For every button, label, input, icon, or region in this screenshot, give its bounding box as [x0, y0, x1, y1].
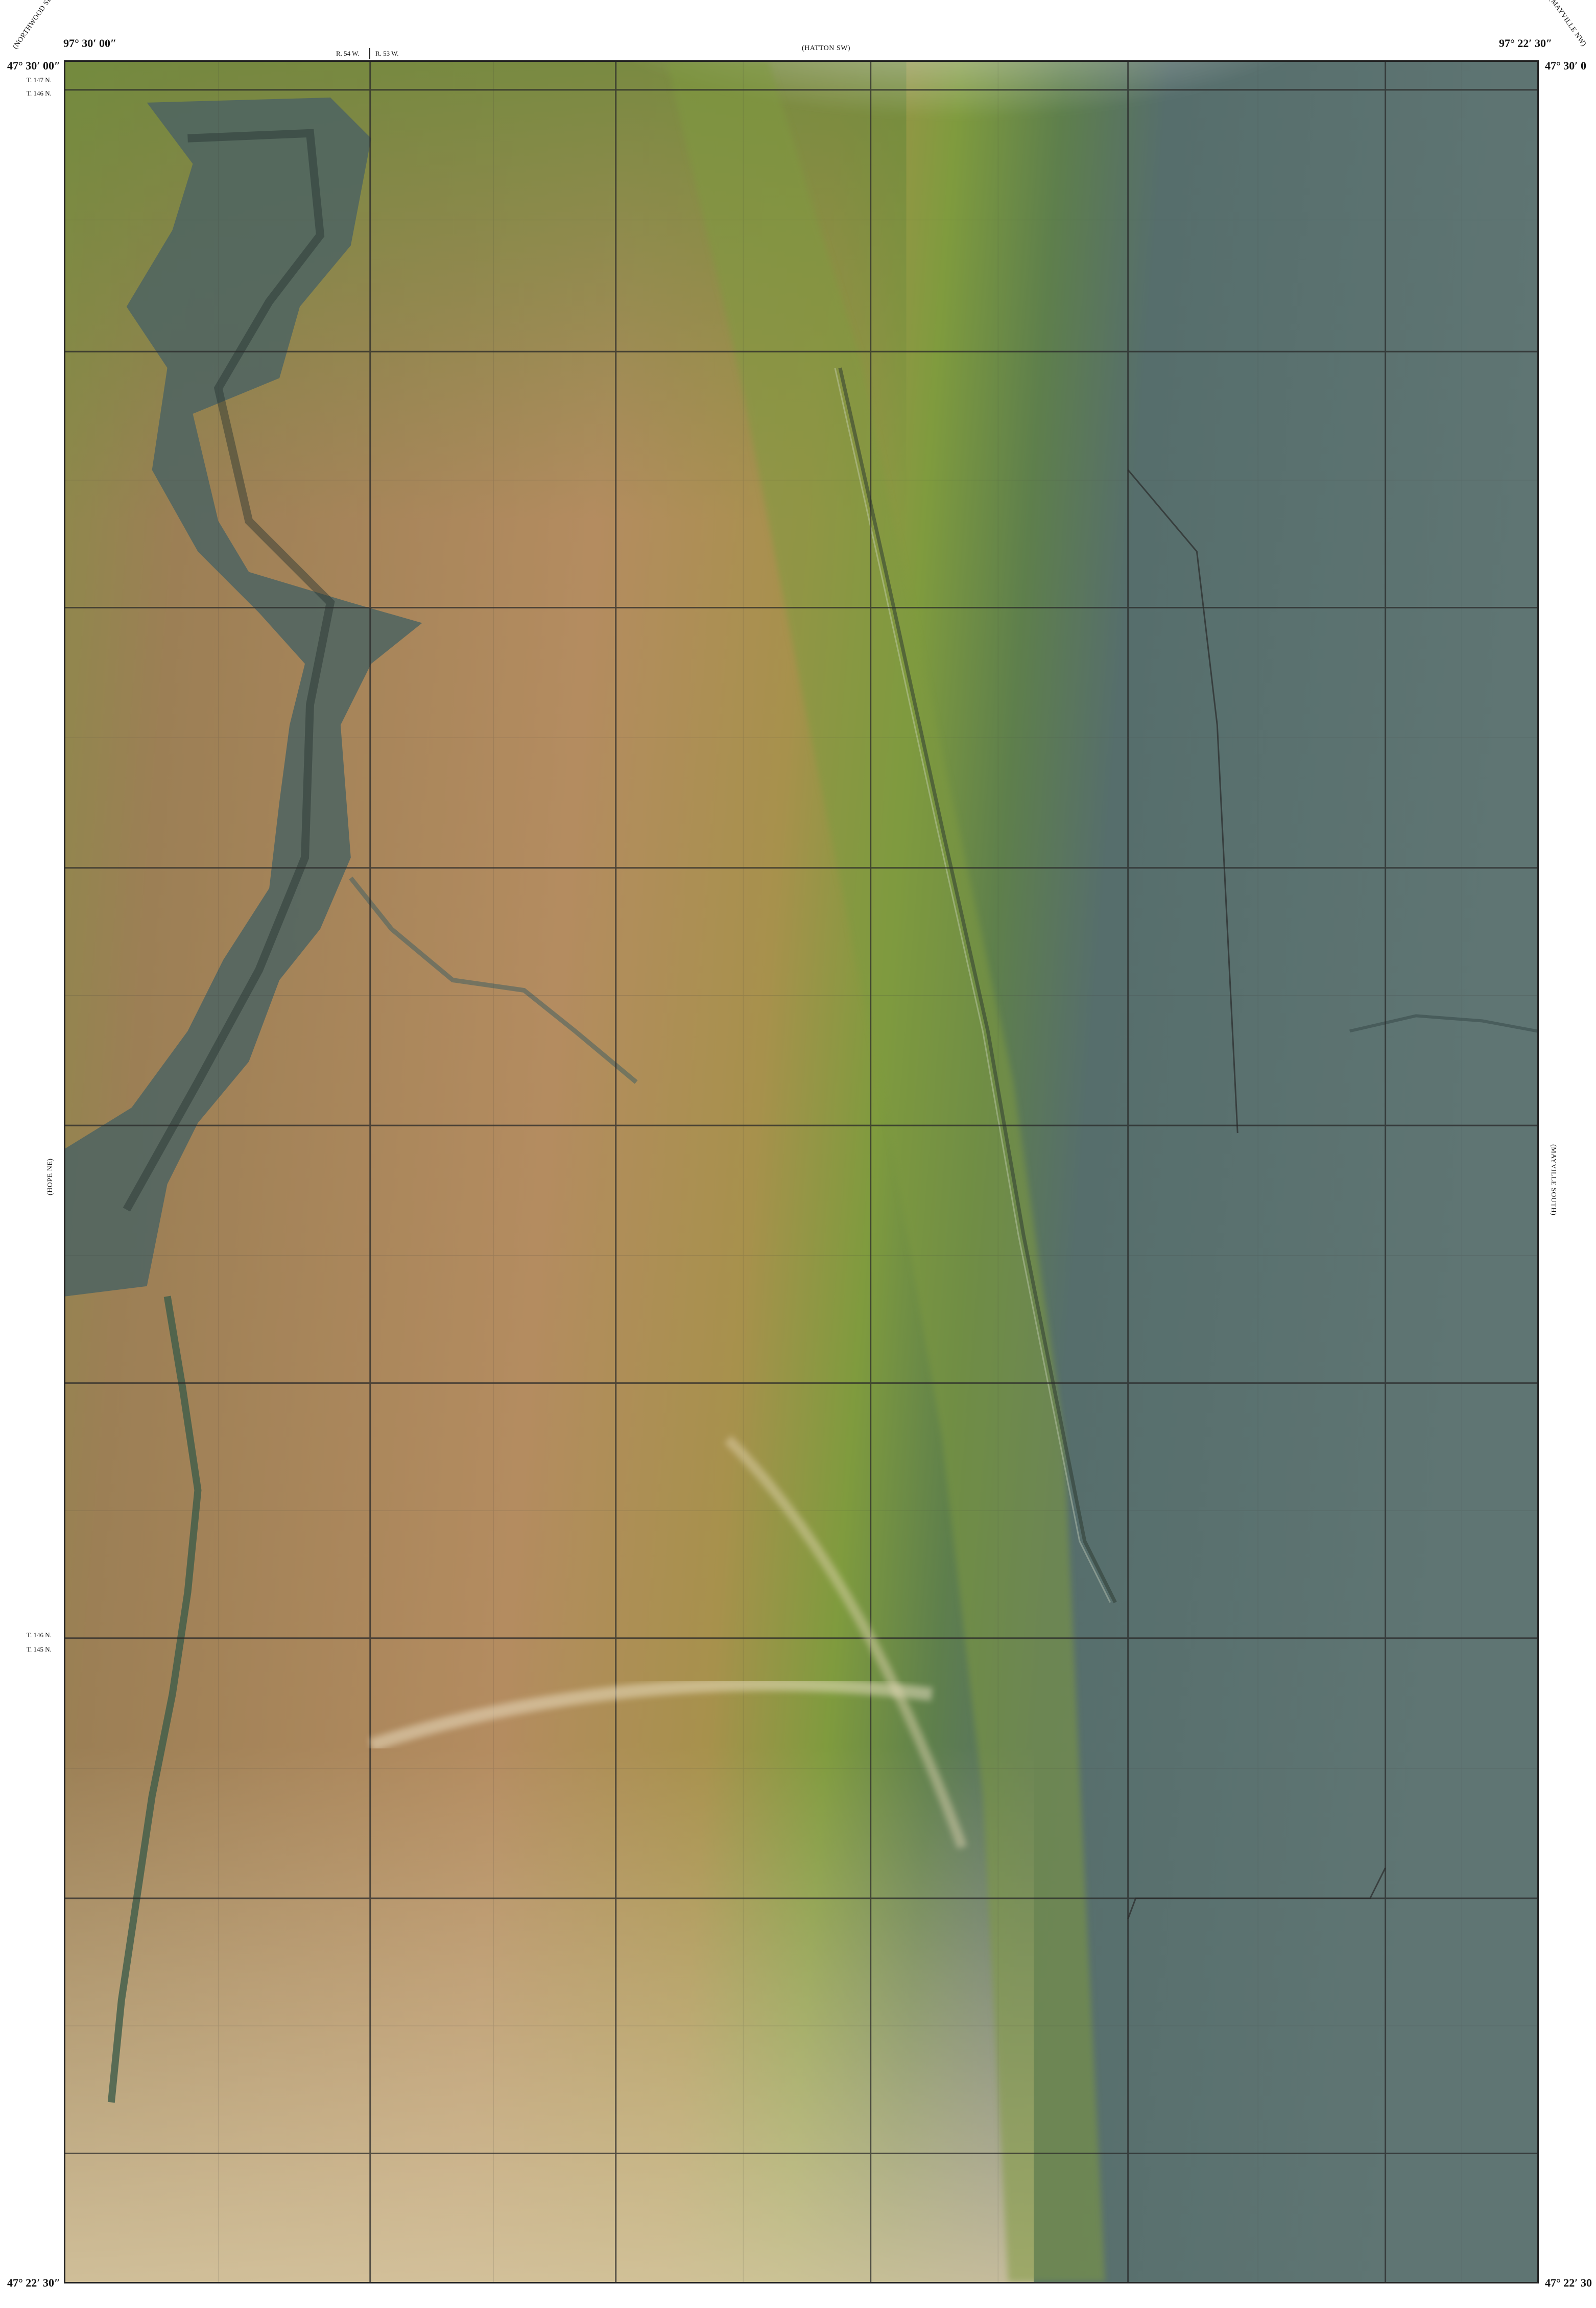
river-valley [65, 97, 422, 1297]
map-frame[interactable] [64, 60, 1539, 2283]
escarpment-green-band [666, 62, 1105, 2282]
southern-channel [107, 1296, 202, 2103]
river-valley-shade [123, 129, 335, 1212]
township-label-145: T. 145 N. [27, 1645, 52, 1653]
adjoining-quad-northwest: (NORTHWOOD SE) [11, 0, 55, 51]
adjoining-quad-northeast: (MAYVILLE NW) [1547, 0, 1588, 48]
beach-ridge [838, 367, 1117, 1604]
range-boundary-tick [369, 48, 370, 59]
township-label-147: T. 147 N. [27, 76, 52, 84]
adjoining-quad-north: (HATTON SW) [802, 44, 851, 52]
sandy-ridge-south [369, 1678, 933, 1752]
township-label-146-mid: T. 146 N. [27, 1631, 52, 1639]
range-label-west: R. 54 W. [336, 50, 360, 57]
sandy-ridge-center [724, 1435, 967, 1849]
field-lines [65, 62, 1537, 2282]
curved-road-southeast [1127, 1867, 1386, 1919]
corner-lat-bottom-left: 47° 22′ 30″ [7, 2276, 61, 2289]
corner-lon-top-right: 97° 22′ 30″ [1499, 37, 1553, 50]
shaded-relief-map[interactable] [65, 62, 1537, 2282]
range-label-east: R. 53 W. [375, 50, 399, 57]
corner-lon-top-left: 97° 30′ 00″ [63, 37, 117, 50]
corner-lat-top-left: 47° 30′ 00″ [7, 59, 61, 72]
township-label-146-top: T. 146 N. [27, 89, 52, 97]
section-grid [65, 62, 1537, 2282]
adjoining-quad-west: (HOPE NE) [46, 1158, 54, 1195]
corner-lat-top-right: 47° 30′ 0 [1545, 59, 1586, 72]
diagonal-road [1127, 469, 1238, 1134]
southern-light-uplands [65, 1745, 1034, 2282]
tributary-gully [349, 876, 638, 1084]
adjoining-quad-east: (MAYVILLE SOUTH) [1550, 1144, 1557, 1216]
corner-lat-bottom-right: 47° 22′ 30 [1545, 2276, 1592, 2289]
east-creek [1349, 1014, 1537, 1033]
beach-ridge-highlight [834, 367, 1111, 1603]
